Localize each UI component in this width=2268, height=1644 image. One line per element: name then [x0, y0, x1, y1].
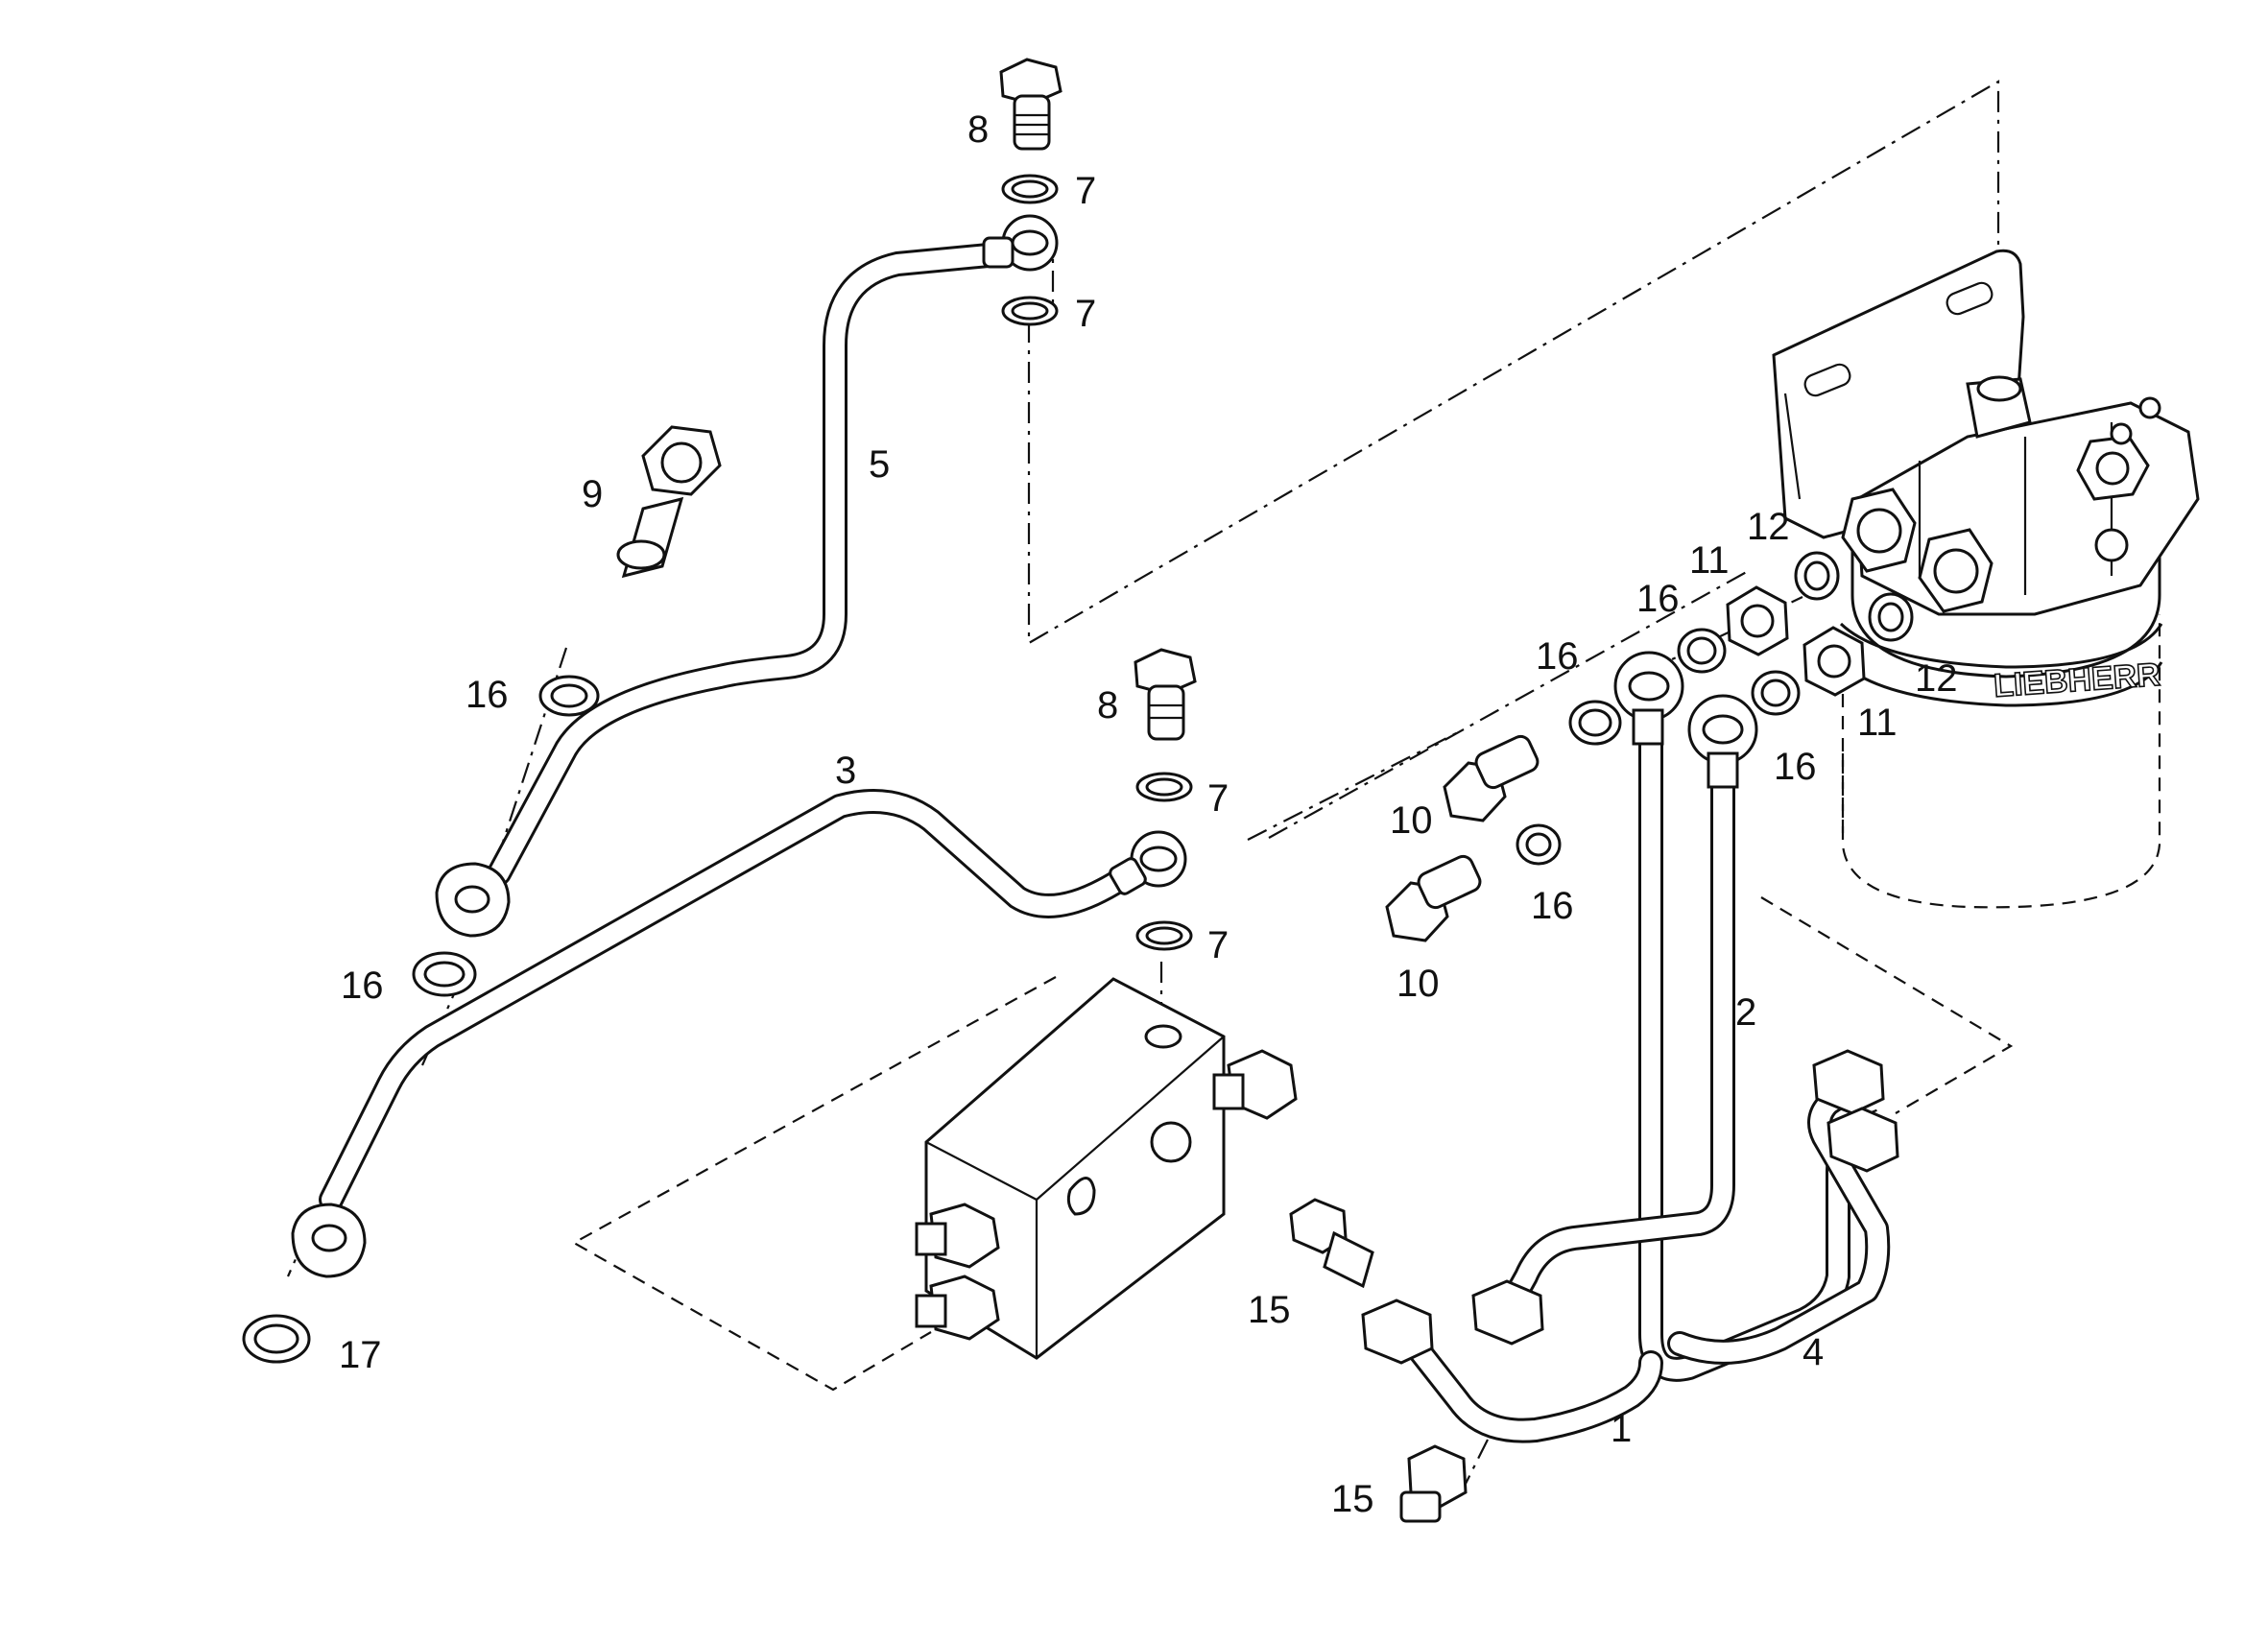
callout-8-b: 8 [1097, 684, 1118, 727]
callout-3: 3 [835, 750, 856, 792]
callout-12-b: 12 [1915, 657, 1958, 700]
callout-5: 5 [869, 443, 890, 486]
callout-16-a: 16 [466, 674, 509, 716]
callout-16-b: 16 [341, 965, 384, 1007]
callout-8-a: 8 [967, 108, 989, 151]
pipes-1-2-4 [1361, 651, 1899, 1443]
callout-labels: 1 2 3 4 5 7 7 7 7 8 8 9 10 10 11 11 12 1… [339, 108, 1958, 1520]
pipe-5 [435, 214, 1059, 938]
callout-7-c: 7 [1207, 777, 1229, 820]
callout-16-c: 16 [1536, 635, 1579, 678]
callout-4: 4 [1802, 1331, 1824, 1373]
callout-12-a: 12 [1747, 506, 1790, 548]
dashed-outlines [571, 753, 2014, 1392]
callout-11-a: 11 [1689, 539, 1730, 582]
pipe-3 [291, 789, 1187, 1278]
callout-16-f: 16 [1774, 746, 1817, 788]
fuel-filter-assembly: LIEBHERR [1772, 249, 2200, 909]
valve-block [915, 977, 1298, 1360]
callout-9: 9 [582, 473, 603, 515]
callout-16-d: 16 [1636, 578, 1680, 620]
callout-7-b: 7 [1075, 293, 1096, 335]
callout-15-b: 15 [1331, 1478, 1374, 1520]
callout-15-a: 15 [1248, 1289, 1291, 1331]
small-parts [242, 58, 1914, 1523]
callout-1: 1 [1611, 1408, 1632, 1450]
callout-10-b: 10 [1397, 963, 1440, 1005]
callout-2: 2 [1735, 991, 1756, 1034]
callout-11-b: 11 [1857, 702, 1898, 744]
callout-16-e: 16 [1531, 885, 1574, 927]
callout-10-a: 10 [1390, 799, 1433, 842]
callout-17: 17 [339, 1334, 382, 1376]
callout-7-d: 7 [1207, 924, 1229, 966]
callout-7-a: 7 [1075, 170, 1096, 212]
